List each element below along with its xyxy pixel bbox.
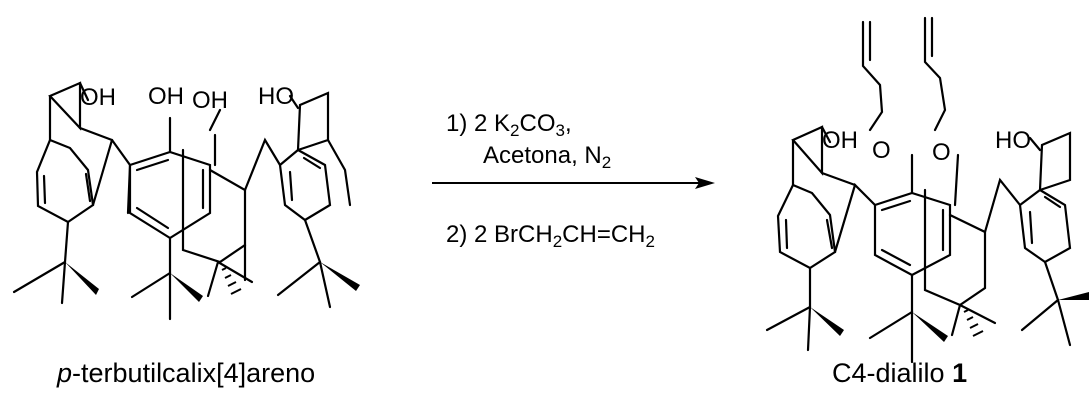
reactant-name: p-terbutilcalix[4]areno [57,358,316,388]
product-ho-right: HO [995,127,1031,154]
condition-step-1-solvent: Acetona, N2 [483,142,612,172]
product-oh-left: OH [822,127,858,154]
product-o-2: O [932,139,951,166]
reactant-oh-3: OH [192,87,228,114]
reaction-arrow [432,177,715,189]
product-name: C4-dialilo 1 [832,358,968,388]
reactant-structure: OH OH OH HO [12,81,360,321]
reactant-ho-4: HO [258,83,294,110]
condition-step-1: 1) 2 K2CO3, [446,110,572,140]
reactant-oh-2: OH [148,83,184,110]
reactant-oh-1: OH [80,84,116,111]
product-o-1: O [872,137,891,164]
condition-step-2: 2) 2 BrCH2CH=CH2 [446,221,655,251]
product-structure: OH O O HO [765,16,1089,364]
